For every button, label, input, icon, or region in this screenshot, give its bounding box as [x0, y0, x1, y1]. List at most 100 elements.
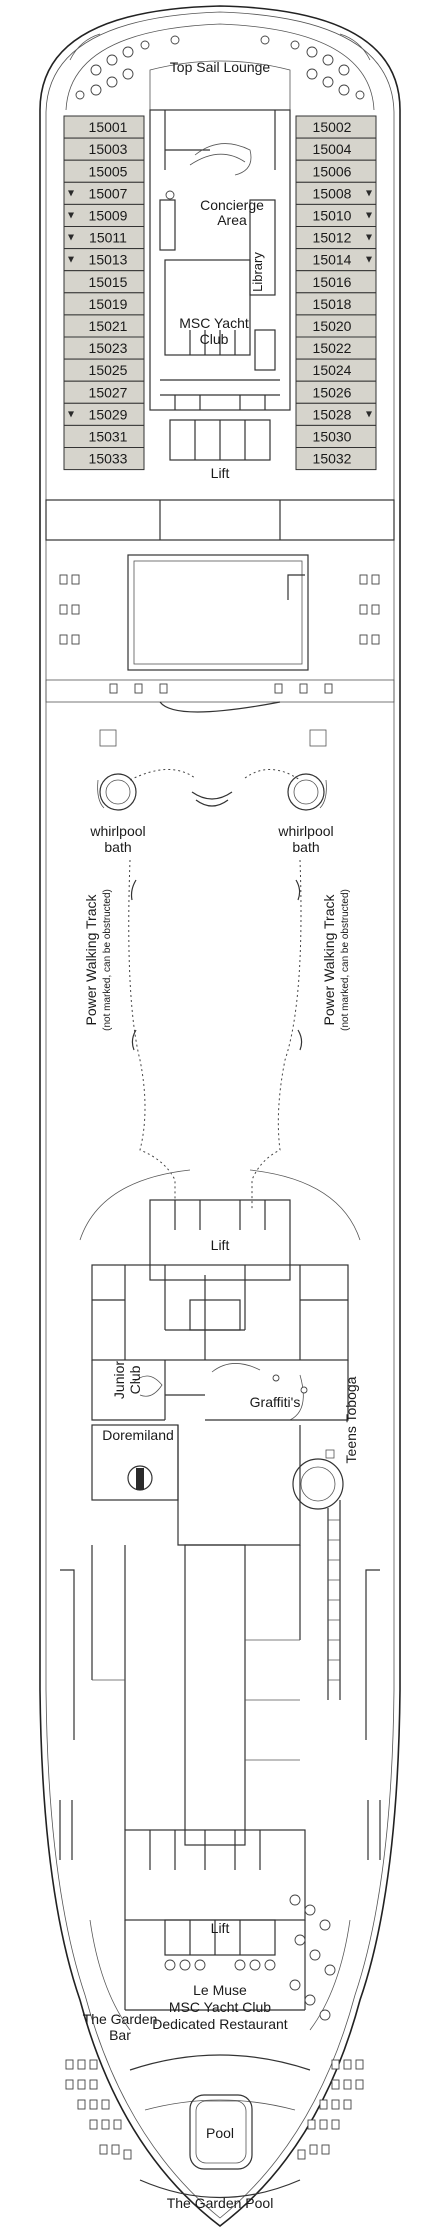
sun-lounger — [65, 2079, 74, 2090]
lift-forward-shafts — [169, 419, 271, 461]
garden-pool-label: The Garden Pool — [167, 2195, 274, 2211]
sun-lounger — [371, 634, 380, 645]
cabin-15021: 15021 — [63, 314, 145, 338]
cabin-15030: 15030 — [295, 424, 377, 448]
sun-lounger — [343, 2079, 352, 2090]
cabin-number: 15023 — [89, 340, 128, 356]
dining-table — [234, 1959, 246, 1971]
cabin-marker — [68, 234, 74, 241]
cabin-number: 15030 — [313, 428, 352, 444]
cabin-15012: 15012 — [295, 226, 377, 250]
sun-lounger — [77, 2099, 86, 2110]
dining-table — [304, 1904, 316, 1916]
dining-table — [324, 1964, 336, 1976]
sun-lounger — [77, 2079, 86, 2090]
sun-lounger — [111, 2144, 120, 2155]
cabin-number: 15019 — [89, 296, 128, 312]
cabin-15009: 15009 — [63, 203, 145, 227]
sun-lounger — [359, 604, 368, 615]
cabin-15027: 15027 — [63, 380, 145, 404]
sun-lounger — [65, 2059, 74, 2070]
whirlpool-left-label-1: whirlpool — [89, 823, 145, 839]
le-muse-label-1: Le Muse — [193, 1982, 247, 1998]
cabin-number: 15014 — [313, 252, 352, 268]
midship-structure — [79, 1169, 361, 1421]
cabin-number: 15015 — [89, 274, 128, 290]
sun-lounger — [297, 2149, 306, 2160]
sun-lounger — [89, 2099, 98, 2110]
cabin-15016: 15016 — [295, 270, 377, 294]
sun-lounger — [343, 2099, 352, 2110]
sun-lounger — [343, 2059, 352, 2070]
cabin-number: 15011 — [89, 230, 127, 246]
cabin-number: 15032 — [313, 451, 352, 467]
aft-sun-loungers — [65, 2059, 364, 2160]
dining-table — [164, 1959, 176, 1971]
sun-lounger — [324, 683, 333, 694]
cabin-15022: 15022 — [295, 336, 377, 360]
le-muse-label-2: MSC Yacht Club — [169, 1999, 271, 2015]
forward-sun-deck — [45, 499, 395, 713]
top-sail-lounge-label: Top Sail Lounge — [170, 59, 271, 75]
cabin-15007: 15007 — [63, 181, 145, 205]
sun-lounger — [331, 2059, 340, 2070]
whirlpool-left-label-2: bath — [104, 839, 131, 855]
sun-lounger — [355, 2079, 364, 2090]
cabin-15020: 15020 — [295, 314, 377, 338]
cabin-number: 15029 — [89, 406, 128, 422]
le-muse-label-3: Dedicated Restaurant — [152, 2016, 288, 2032]
track-markers — [130, 879, 303, 1051]
cabin-15010: 15010 — [295, 203, 377, 227]
garden-pool-area — [129, 2054, 311, 2199]
cabin-15025: 15025 — [63, 358, 145, 382]
cabin-number: 15028 — [313, 406, 352, 422]
sun-lounger — [101, 2119, 110, 2130]
cabin-number: 15022 — [313, 340, 352, 356]
sun-lounger — [355, 2059, 364, 2070]
cabin-15031: 15031 — [63, 424, 145, 448]
sun-lounger — [359, 574, 368, 585]
garden-bar-label-2: Bar — [109, 2027, 131, 2043]
walking-track-left-label-2: (not marked, can be obstructed) — [102, 889, 113, 1031]
dining-table — [309, 1949, 321, 1961]
cabin-15015: 15015 — [63, 270, 145, 294]
yacht-club-label-1: MSC Yacht — [179, 315, 249, 331]
cabin-15003: 15003 — [63, 137, 145, 161]
lift-aft-label: Lift — [211, 1920, 230, 1936]
cabin-number: 15013 — [89, 252, 128, 268]
cabin-number: 15016 — [313, 274, 352, 290]
cabins-right-column: 1500215004150061500815010150121501415016… — [295, 115, 377, 471]
sun-lounger — [159, 683, 168, 694]
dining-table — [194, 1959, 206, 1971]
sun-lounger — [371, 574, 380, 585]
library-label: Library — [250, 252, 265, 292]
sun-lounger — [319, 2099, 328, 2110]
sun-lounger — [359, 634, 368, 645]
lift-mid-label: Lift — [211, 1237, 230, 1253]
aft-central-structure — [59, 1544, 381, 1860]
sun-lounger — [101, 2099, 110, 2110]
cabin-15019: 15019 — [63, 292, 145, 316]
lift-forward-label: Lift — [211, 465, 230, 481]
cabin-marker — [366, 256, 372, 263]
cabins-left-column: 1500115003150051500715009150111501315015… — [63, 115, 145, 471]
top-sail-lounge-area — [65, 23, 375, 111]
whirlpool-right — [287, 773, 327, 811]
sun-lounger — [89, 2059, 98, 2070]
yacht-club-label-2: Club — [200, 331, 229, 347]
sun-lounger — [59, 634, 68, 645]
cabin-number: 15007 — [89, 185, 128, 201]
sun-lounger — [109, 683, 118, 694]
cabin-marker — [366, 411, 372, 418]
cabin-marker — [68, 256, 74, 263]
cabin-number: 15009 — [89, 207, 128, 223]
concierge-label-2: Area — [217, 212, 247, 228]
sun-lounger — [274, 683, 283, 694]
cabin-15028: 15028 — [295, 402, 377, 426]
cabin-15006: 15006 — [295, 159, 377, 183]
cabin-15023: 15023 — [63, 336, 145, 360]
whirlpool-right-label-2: bath — [292, 839, 319, 855]
dining-table — [249, 1959, 261, 1971]
forward-sun-loungers — [59, 574, 380, 694]
